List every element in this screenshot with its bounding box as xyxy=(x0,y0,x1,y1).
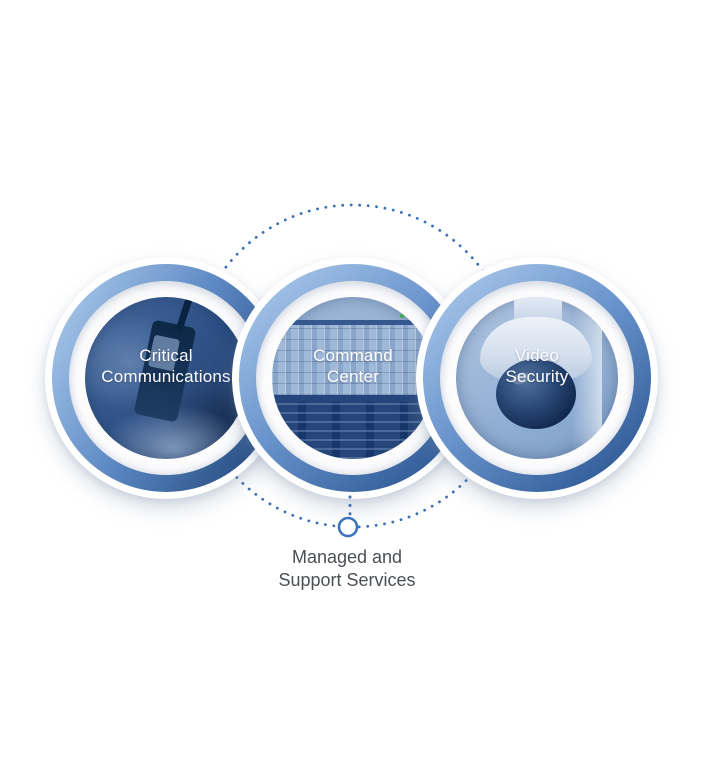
hub-label: Managed and Support Services xyxy=(197,546,497,592)
node-label-line2: Communications xyxy=(101,367,231,386)
node-label: Command Center xyxy=(313,345,393,387)
node-label: Video Security xyxy=(505,345,568,387)
node-label-line1: Critical xyxy=(139,346,193,365)
hub-marker-circle xyxy=(337,516,359,538)
hub-label-line1: Managed and xyxy=(291,547,403,567)
node-label-line1: Video xyxy=(514,346,560,365)
node-label-line2: Security xyxy=(505,367,569,386)
node-video-security[interactable]: Video Security xyxy=(416,257,658,499)
wall-pillar-shape xyxy=(572,297,602,459)
dome-camera-photo: Video Security xyxy=(456,297,618,459)
status-led-shape xyxy=(400,314,404,318)
control-room-photo: Command Center xyxy=(272,297,434,459)
node-label-line1: Command xyxy=(313,346,393,365)
console-shape xyxy=(272,402,434,459)
hub-label-line2: Support Services xyxy=(278,570,416,590)
node-label-line2: Center xyxy=(326,367,380,386)
screen-frame-shape xyxy=(272,320,434,325)
desk-edge-shape xyxy=(272,395,434,402)
node-label: Critical Communications xyxy=(101,345,230,387)
two-way-radio-photo: Critical Communications xyxy=(85,297,247,459)
